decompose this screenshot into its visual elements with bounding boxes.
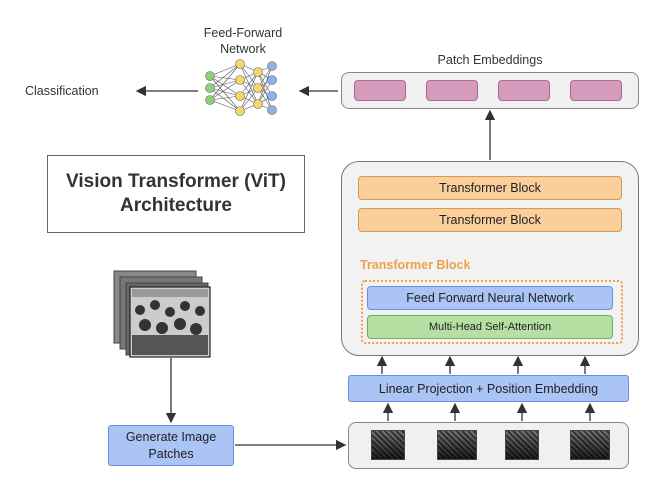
- image-patch: [505, 430, 539, 460]
- image-patch: [570, 430, 610, 460]
- classification-label: Classification: [25, 84, 99, 98]
- linear-projection-box: Linear Projection + Position Embedding: [348, 375, 629, 402]
- generate-patches-box: Generate Image Patches: [108, 425, 234, 466]
- multi-head-attention-layer: Multi-Head Self-Attention: [367, 315, 613, 339]
- patch-embeddings-strip: [341, 72, 639, 109]
- generate-line-2: Patches: [148, 446, 194, 461]
- transformer-block-1: Transformer Block: [358, 176, 622, 200]
- diagram-title: Vision Transformer (ViT) Architecture: [47, 155, 305, 233]
- embedding-vector: [570, 80, 622, 101]
- embedding-vector: [498, 80, 550, 101]
- neural-network-icon: [205, 59, 277, 116]
- input-image-stack-icon: [113, 270, 211, 358]
- feed-forward-layer: Feed Forward Neural Network: [367, 286, 613, 310]
- ffn-label-line-2: Network: [220, 41, 266, 56]
- ffn-label: Feed-Forward Network: [190, 26, 296, 57]
- image-patch: [371, 430, 405, 460]
- title-line-1: Vision Transformer (ViT): [66, 171, 286, 193]
- transformer-block-2: Transformer Block: [358, 208, 622, 232]
- expanded-transformer-block: [361, 280, 623, 344]
- embedding-vector: [354, 80, 406, 101]
- patch-embeddings-label: Patch Embeddings: [437, 53, 543, 67]
- ffn-label-line-1: Feed-Forward: [203, 26, 283, 40]
- image-patches-strip: [348, 422, 629, 469]
- image-patch: [437, 430, 477, 460]
- embedding-vector: [426, 80, 478, 101]
- title-line-2: Architecture: [120, 195, 232, 216]
- generate-line-1: Generate Image: [125, 430, 217, 445]
- expanded-block-label: Transformer Block: [360, 258, 471, 272]
